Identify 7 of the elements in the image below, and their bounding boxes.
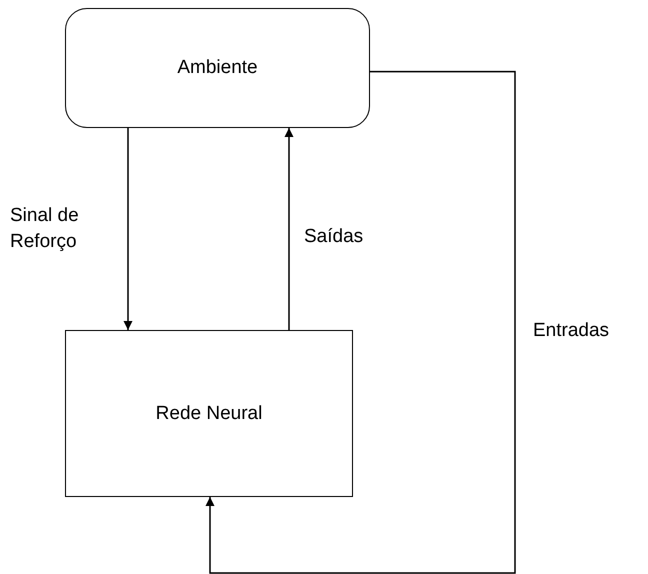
node-label: Ambiente: [177, 57, 258, 79]
process-box: [65, 330, 353, 497]
rounded-box: [65, 8, 370, 128]
arrow: [124, 128, 132, 330]
arrow: [206, 70, 516, 574]
node-label: Rede Neural: [156, 402, 262, 424]
arrow: [284, 128, 294, 330]
